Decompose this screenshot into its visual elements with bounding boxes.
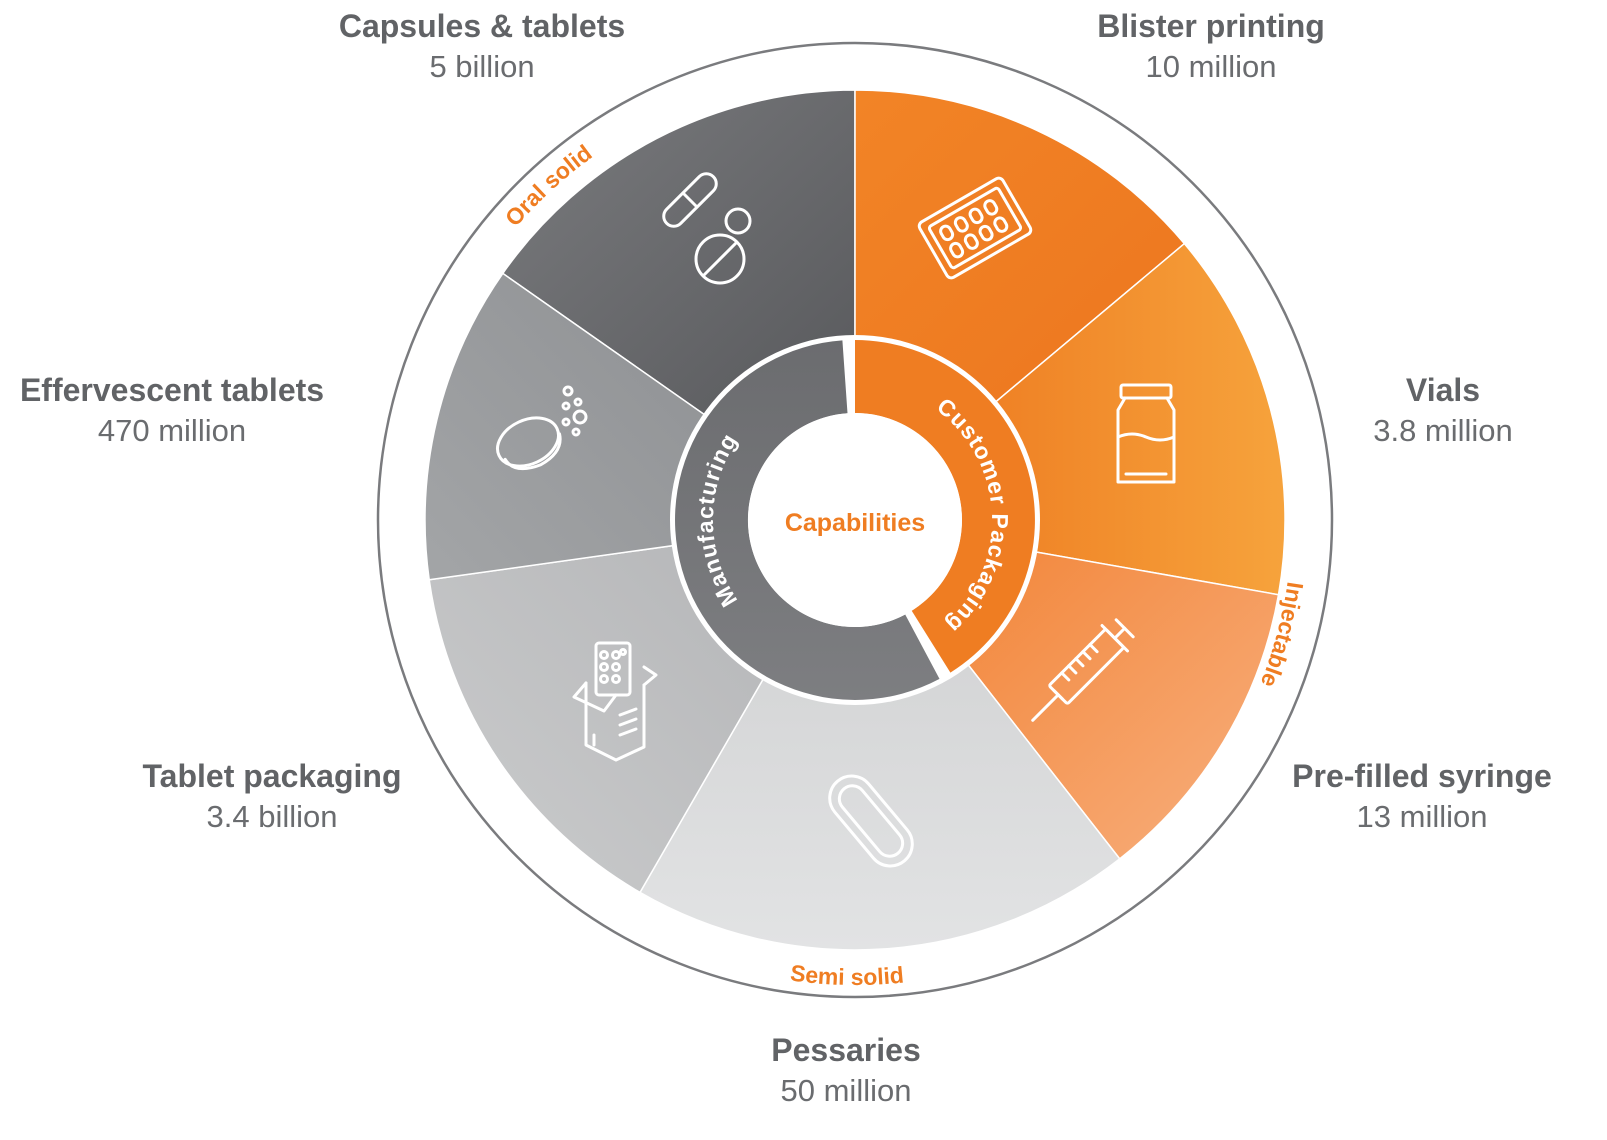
center-circle: [748, 413, 962, 627]
label-name: Pre-filled syringe: [1292, 758, 1552, 794]
tablet-box-icon: [572, 641, 658, 762]
label-capsules-tablets: Capsules & tablets 5 billion: [339, 6, 625, 88]
label-value: 10 million: [1145, 49, 1277, 84]
label-name: Effervescent tablets: [19, 372, 325, 408]
vial-icon: [1116, 383, 1176, 484]
label-value: 13 million: [1356, 799, 1488, 834]
label-pessaries: Pessaries 50 million: [771, 1030, 920, 1112]
semi-solid-label: Semi solid: [789, 960, 905, 990]
outer-ring: [376, 41, 1334, 999]
label-value: 50 million: [780, 1073, 912, 1108]
label-value: 470 million: [97, 413, 247, 448]
label-name: Blister printing: [1097, 8, 1325, 44]
label-name: Capsules & tablets: [338, 8, 626, 44]
capsule-pill-icon: [662, 172, 752, 285]
blister-pack-icon: [917, 176, 1033, 280]
label-vials: Vials 3.8 million: [1373, 370, 1513, 452]
pessary-icon: [828, 774, 914, 868]
label-blister-printing: Blister printing 10 million: [1097, 6, 1325, 88]
label-name: Vials: [1405, 372, 1481, 408]
customer-packaging-ring: [855, 340, 1035, 673]
label-name: Tablet packaging: [142, 758, 402, 794]
label-value: 3.4 billion: [206, 799, 338, 834]
label-tablet-packaging: Tablet packaging 3.4 billion: [142, 756, 401, 838]
label-pre-filled-syringe: Pre-filled syringe 13 million: [1292, 756, 1552, 838]
effervescent-tablet-icon: [496, 385, 588, 471]
syringe-icon: [1031, 618, 1135, 722]
manufacturing-ring: [675, 340, 940, 700]
center-label: Capabilities: [785, 509, 925, 537]
label-effervescent-tablets: Effervescent tablets 470 million: [20, 370, 324, 452]
label-value: 5 billion: [429, 49, 535, 84]
label-value: 3.8 million: [1373, 413, 1513, 448]
label-name: Pessaries: [771, 1032, 921, 1068]
